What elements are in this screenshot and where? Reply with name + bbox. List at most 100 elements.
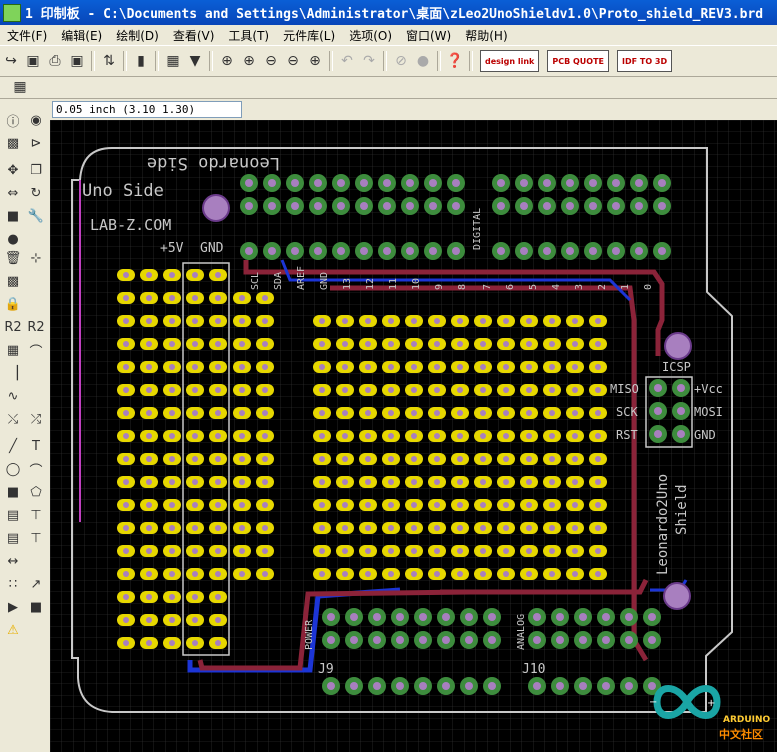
proto-pad (451, 453, 469, 465)
cam-icon[interactable]: ▣ (70, 53, 84, 69)
drc-icon[interactable]: ▶ (8, 599, 18, 615)
ratsnest-icon[interactable]: ∷ (8, 576, 18, 592)
menu-draw[interactable]: 绘制(D) (116, 28, 159, 43)
zoom-select-icon[interactable]: ⊕ (309, 53, 321, 69)
arc-icon[interactable]: ⌒ (29, 463, 43, 479)
proto-pad (405, 568, 423, 580)
info-icon[interactable]: ⓘ (6, 114, 20, 130)
silk-pin-label: 7 (482, 284, 493, 290)
circle-icon[interactable]: ◯ (5, 461, 21, 477)
proto-pad (520, 361, 538, 373)
silk-pin-label: 12 (365, 278, 376, 290)
layer-icon[interactable]: ▼ (189, 53, 201, 69)
display-icon[interactable]: ▩ (6, 135, 20, 151)
group-icon[interactable]: ■ (6, 208, 20, 224)
replace-icon[interactable]: ▩ (6, 273, 20, 289)
proto-pad (359, 522, 377, 534)
silk-rst: RST (616, 428, 638, 442)
proto-pad (566, 315, 584, 327)
value-icon[interactable]: R2 (27, 319, 45, 335)
zoom-redraw-icon[interactable]: ⊖ (287, 53, 299, 69)
miter-icon[interactable]: ⌒ (29, 344, 43, 360)
stop-icon[interactable]: ⊘ (395, 53, 407, 69)
design-link-button[interactable]: design link (480, 50, 540, 72)
board-canvas[interactable]: Leonardo Side Uno Side LAB-Z.COM +5V GND… (50, 120, 777, 752)
menu-library[interactable]: 元件库(L) (283, 28, 336, 43)
menu-tools[interactable]: 工具(T) (228, 28, 270, 43)
menu-edit[interactable]: 编辑(E) (61, 28, 103, 43)
copy-icon[interactable]: ❐ (30, 162, 42, 178)
zoom-fit-icon[interactable]: ⊕ (221, 53, 233, 69)
header-pad (483, 631, 501, 649)
zoom-out-icon[interactable]: ⊖ (265, 53, 277, 69)
header-pad (332, 242, 350, 260)
board-svg[interactable]: Leonardo Side Uno Side LAB-Z.COM +5V GND… (50, 120, 777, 752)
mark-icon[interactable]: ⊳ (30, 135, 42, 151)
hole-icon[interactable]: ▤ (6, 530, 20, 546)
move-icon[interactable]: ✥ (7, 162, 19, 178)
script-icon[interactable]: ⇅ (103, 53, 115, 69)
change-icon[interactable]: 🔧 (27, 208, 45, 224)
wire-icon[interactable]: ╱ (9, 438, 17, 454)
proto-pad (543, 407, 561, 419)
polygon-icon[interactable]: ⬠ (30, 484, 42, 500)
route-icon[interactable]: ⤯ (7, 411, 19, 427)
menu-help[interactable]: 帮助(H) (465, 28, 508, 43)
print-icon[interactable]: ⎙ (49, 53, 61, 69)
proto-pad (428, 338, 446, 350)
proto-pad (209, 499, 227, 511)
param-toolbar: ▦ (0, 76, 777, 99)
autorouter-icon[interactable]: ↗ (30, 576, 42, 592)
rotate-icon[interactable]: ↻ (30, 185, 42, 201)
optimize-icon[interactable]: ▕ (8, 365, 18, 381)
delete-icon[interactable]: 🗑 (4, 250, 22, 266)
proto-pad (336, 568, 354, 580)
text-icon[interactable]: T (32, 438, 40, 454)
meander-icon[interactable]: ∿ (7, 388, 19, 404)
split-icon[interactable]: ▦ (6, 342, 20, 358)
schematic-icon[interactable]: ▦ (166, 53, 180, 69)
header-pad (414, 631, 432, 649)
ulp-icon[interactable]: ▮ (137, 53, 145, 69)
header-pad (515, 174, 533, 192)
go-icon[interactable]: ● (416, 53, 430, 69)
show-icon[interactable]: ◉ (30, 112, 42, 128)
add-icon[interactable]: ⊹ (30, 250, 42, 266)
menu-file[interactable]: 文件(F) (7, 28, 48, 43)
proto-pad (382, 338, 400, 350)
undo-icon[interactable]: ↶ (341, 53, 353, 69)
open-icon[interactable]: ↪ (5, 53, 17, 69)
erc-icon[interactable]: ■ (29, 599, 43, 615)
ripup-icon[interactable]: ⤮ (30, 411, 42, 427)
errors-icon[interactable]: ⚠ (7, 622, 19, 638)
via-icon[interactable]: ▤ (6, 507, 20, 523)
silk-shield-line2: Shield (674, 484, 690, 535)
proto-pad (163, 453, 181, 465)
proto-pad (140, 522, 158, 534)
proto-pad (543, 338, 561, 350)
idf-3d-button[interactable]: IDF TO 3D (617, 50, 673, 72)
proto-pad (256, 476, 274, 488)
help-icon[interactable]: ❓ (446, 53, 464, 69)
menu-window[interactable]: 窗口(W) (406, 28, 452, 43)
lock-icon[interactable]: 🔒 (4, 296, 22, 312)
menu-view[interactable]: 查看(V) (172, 28, 215, 43)
header-pad (345, 608, 363, 626)
proto-pad (359, 384, 377, 396)
save-icon[interactable]: ▣ (26, 53, 40, 69)
pcb-quote-button[interactable]: PCB QUOTE (547, 50, 610, 72)
menu-options[interactable]: 选项(O) (349, 28, 392, 43)
proto-pad (186, 614, 204, 626)
zoom-in-icon[interactable]: ⊕ (243, 53, 255, 69)
attribute-icon[interactable]: ⊤ (30, 530, 42, 546)
dimension-icon[interactable]: ↔ (7, 553, 19, 569)
name-icon[interactable]: R2 (4, 319, 22, 335)
header-pad (538, 197, 556, 215)
rect-icon[interactable]: ■ (6, 484, 20, 500)
mirror-icon[interactable]: ⇔ (7, 185, 19, 201)
header-pad (378, 242, 396, 260)
grid-icon[interactable]: ▦ (13, 79, 27, 95)
redo-icon[interactable]: ↷ (363, 53, 375, 69)
paste-icon[interactable]: ● (7, 231, 19, 247)
signal-icon[interactable]: ⊤ (30, 507, 42, 523)
